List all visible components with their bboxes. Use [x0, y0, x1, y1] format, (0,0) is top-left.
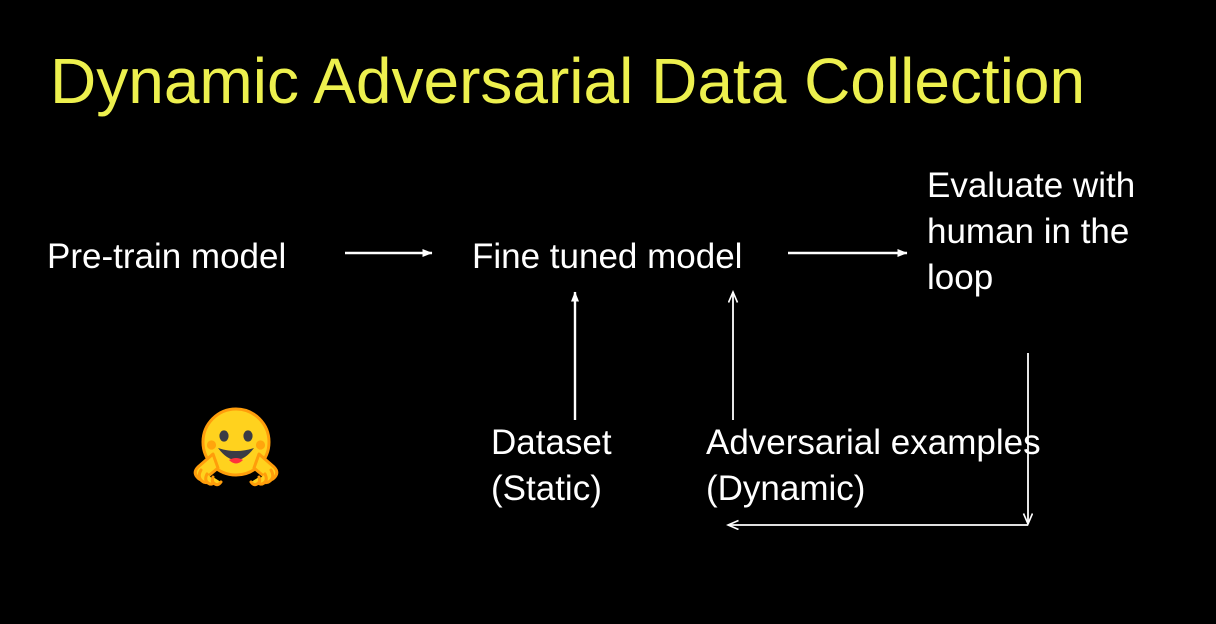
- hugging-face-logo-icon: [193, 407, 279, 487]
- node-label-evaluate-human-in-the-loop: Evaluate with human in the loop: [927, 166, 1136, 297]
- node-label-fine-tuned-model: Fine tuned model: [472, 237, 743, 276]
- edge-label-dataset-static: Dataset (Static): [491, 423, 612, 508]
- edge-label-adversarial-dynamic: Adversarial examples (Dynamic): [706, 423, 1041, 508]
- node-label-pre-train-model: Pre-train model: [47, 237, 287, 276]
- page-title: Dynamic Adversarial Data Collection: [50, 45, 1086, 117]
